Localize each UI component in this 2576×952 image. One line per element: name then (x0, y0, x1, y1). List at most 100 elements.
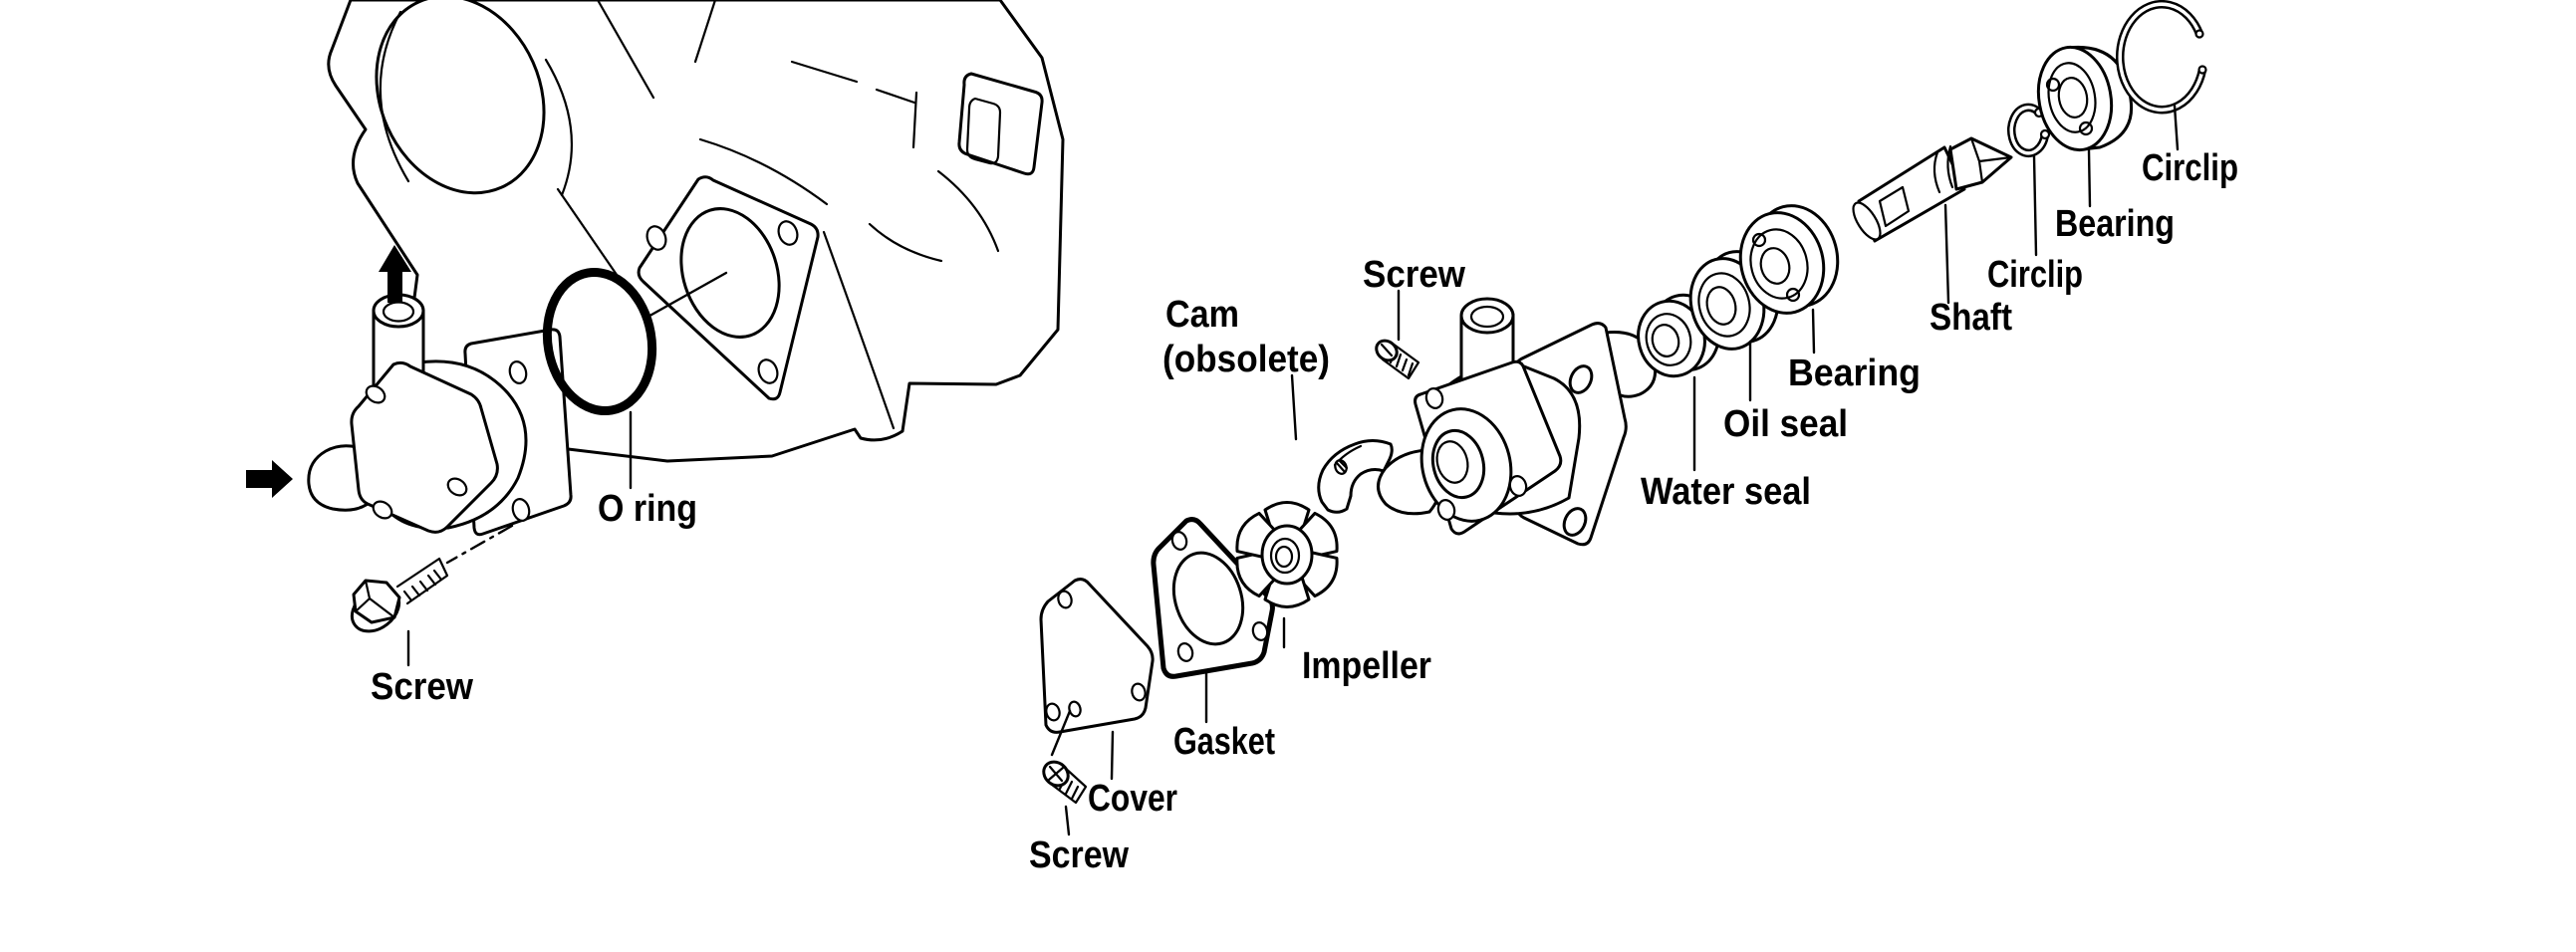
bolt-hole (1508, 475, 1528, 497)
cam-part (1317, 439, 1394, 514)
bolt-hole (1131, 682, 1147, 702)
shaft-key-tip (1948, 136, 2013, 191)
bell-housing-circle (375, 0, 546, 195)
engine-ridge-dash-1 (790, 60, 859, 84)
water-seal-part (1637, 293, 1720, 378)
pump-housing-exploded (1377, 297, 1658, 547)
screw-threads (402, 569, 443, 602)
leader-cam (1290, 373, 1298, 441)
engine-window-slot (965, 97, 1002, 165)
gasket-opening (1171, 551, 1245, 646)
engine-contour-4 (822, 230, 896, 430)
cover-screw-head (446, 477, 468, 497)
label-cam-line1: Cam (1165, 294, 1239, 336)
circlip-hook (2039, 128, 2051, 140)
bearing-ball (1785, 287, 1801, 303)
bolt-hole (1045, 702, 1061, 722)
label-screw-left: Screw (371, 666, 473, 708)
cover-plate (1039, 578, 1155, 734)
bearing-outer-part (2036, 45, 2134, 152)
shaft-part (1852, 136, 2013, 243)
label-circlip-mid: Circlip (1987, 254, 2083, 296)
bolt-hole (757, 358, 779, 384)
bolt-hole (645, 225, 667, 251)
pipe-bore (1469, 305, 1505, 329)
label-bearing-top: Bearing (2055, 203, 2175, 245)
impeller-part (1235, 501, 1339, 608)
bolt-hole (1057, 590, 1073, 609)
screw-bottom-part (1042, 760, 1088, 805)
circlip-outer-part (2116, 0, 2207, 115)
gasket-part (1151, 517, 1275, 679)
bearing-ball (1751, 232, 1767, 248)
label-gasket: Gasket (1173, 721, 1275, 763)
label-screw-top: Screw (1363, 254, 1465, 296)
shaft-flat-notch (1878, 185, 1911, 228)
leader-bearing-mid (1811, 308, 1816, 355)
label-cam-line2: (obsolete) (1162, 339, 1330, 380)
hex-facet-lines (354, 579, 396, 619)
shaft-tip-fold (1969, 136, 2013, 184)
screw-top-part (1375, 339, 1420, 380)
cover-part (1039, 578, 1155, 734)
circlip-hook (2194, 29, 2204, 39)
label-cover: Cover (1088, 778, 1177, 820)
up-arrow-icon (379, 245, 411, 303)
o-ring-shape (542, 267, 657, 416)
engine-cylinder-hint-1 (868, 222, 943, 263)
right-arrow-icon (246, 460, 293, 498)
bearing-ball (2078, 120, 2094, 136)
leader-circlip-top (2173, 104, 2180, 151)
o-ring-pointer-line (643, 271, 728, 321)
cover-screw-head (365, 384, 386, 404)
label-circlip-top: Circlip (2142, 147, 2238, 189)
engine-contour-1 (544, 58, 574, 197)
screw-head-cross-slot (1047, 765, 1065, 783)
bolt-hole (1424, 387, 1444, 409)
bolt-hole (508, 360, 528, 384)
screw-assembly-axis (445, 524, 514, 565)
engine-contour-3 (698, 137, 829, 206)
leader-screw-bottom (1064, 805, 1071, 836)
label-oil-seal: Oil seal (1723, 403, 1848, 445)
hex-screw-left (350, 557, 449, 633)
screw-head-slot (1380, 343, 1394, 357)
bolt-hole (1251, 621, 1269, 641)
impeller-bore-inner (1274, 545, 1294, 569)
leader-cover (1110, 730, 1115, 781)
shaft-end-cap (1852, 201, 1882, 241)
engine-ridge-2 (693, 0, 717, 64)
seal-bore (1705, 286, 1737, 326)
bolt-hole (1170, 531, 1188, 551)
leader-cover-hole-screw (1050, 709, 1072, 757)
leader-lines (406, 104, 2180, 836)
flange-opening (679, 207, 781, 339)
circlip-ring-inner (2118, 2, 2204, 112)
bolt-hole (1176, 642, 1194, 662)
leader-circlip-mid (2032, 154, 2038, 257)
circlip-hook (2197, 65, 2207, 75)
engine-ridge-dash-2 (875, 88, 916, 105)
bearing-bore (1759, 247, 1791, 285)
bolt-hole (1568, 364, 1594, 394)
o-ring-part (542, 267, 657, 416)
bolt-hole (1562, 507, 1588, 537)
bolt-hole (1436, 499, 1456, 521)
circlip-ring-inner (2009, 106, 2047, 155)
bearing-ball (2045, 77, 2061, 93)
bearing-inner-part (1738, 204, 1840, 315)
water-pump-assembled (246, 245, 573, 565)
pipe-bore (382, 301, 415, 323)
label-shaft: Shaft (1930, 297, 2012, 339)
bolt-hole (511, 498, 531, 522)
label-o-ring: O ring (598, 488, 697, 530)
cam-hole-hatch (1335, 459, 1349, 474)
bolt-hole (777, 220, 799, 246)
leader-shaft (1943, 203, 1950, 305)
bell-inner-arc (379, 10, 410, 183)
bearing-bore (2057, 77, 2089, 119)
engine-ridge-dash-3 (911, 91, 918, 149)
screw-shank (395, 557, 449, 605)
